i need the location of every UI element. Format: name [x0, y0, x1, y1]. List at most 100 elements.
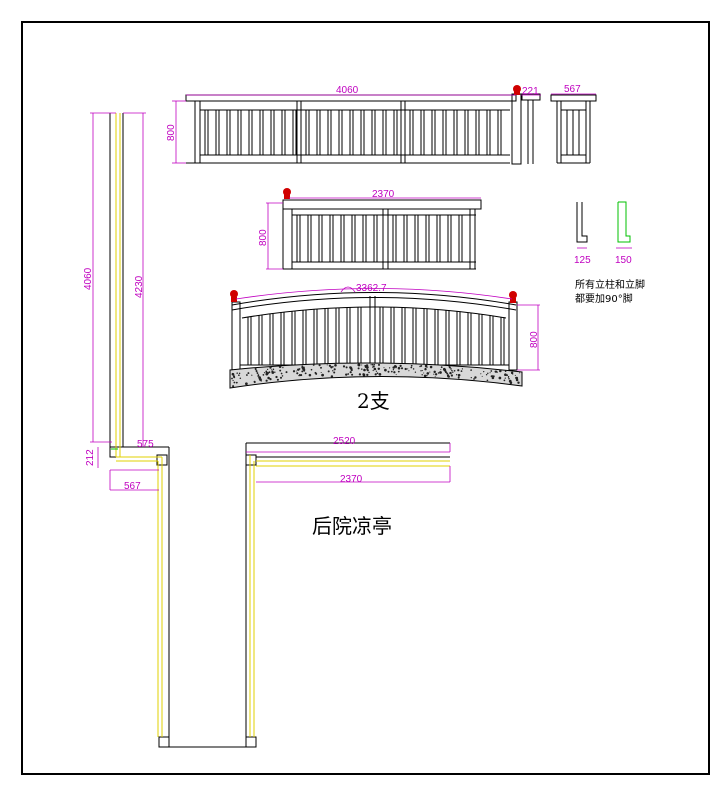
gravel-dot	[400, 367, 404, 370]
gravel-dot	[269, 366, 272, 369]
gravel-dot	[251, 374, 253, 376]
dim-plan-left-outer: 4060	[83, 267, 94, 290]
gravel-dot	[279, 376, 283, 379]
gravel-dot	[231, 372, 235, 376]
drawing-border	[21, 21, 710, 775]
gravel-dot	[332, 366, 334, 368]
gravel-dot	[456, 374, 458, 376]
gravel-dot	[470, 376, 472, 379]
note-posts-line2: 都要加90°脚	[575, 292, 633, 305]
gravel-dot	[270, 369, 272, 371]
dim-lines-long	[172, 93, 596, 164]
gravel-dot	[404, 367, 407, 371]
gravel-dot	[233, 381, 236, 384]
gravel-dot	[446, 372, 449, 375]
gravel-dot	[373, 363, 376, 366]
gravel-dot	[327, 370, 330, 373]
gravel-dot	[433, 373, 435, 375]
gravel-dot	[351, 373, 354, 376]
gravel-dot	[434, 373, 438, 376]
gravel-dot	[514, 374, 516, 376]
gravel-dot	[504, 377, 506, 379]
gravel-dot	[345, 366, 348, 369]
gravel-dot	[271, 370, 274, 373]
gravel-dot	[375, 370, 378, 372]
gravel-dot	[302, 366, 305, 369]
gravel-dot	[410, 366, 413, 369]
gravel-dot	[275, 375, 278, 379]
gravel-dot	[260, 380, 262, 382]
plan-outline	[109, 113, 450, 748]
gravel-dot	[278, 365, 282, 369]
gravel-dot	[361, 368, 363, 370]
gravel-dot	[333, 371, 336, 374]
gravel-dot	[292, 370, 296, 373]
gravel-dot	[235, 382, 237, 384]
gravel-dot	[262, 374, 265, 376]
dim-plan-right-inner: 2370	[340, 474, 363, 485]
gravel-dot	[408, 370, 410, 372]
gravel-dot	[279, 369, 282, 372]
gravel-dot	[499, 369, 502, 373]
dim-foot-a: 125	[574, 255, 591, 266]
railing-side-elevation	[550, 94, 597, 164]
gravel-dot	[397, 366, 401, 370]
gravel-dot	[447, 375, 450, 378]
gravel-dot	[332, 370, 334, 372]
gravel-dot	[507, 376, 510, 378]
gravel-dot	[503, 379, 506, 382]
gravel-dot	[342, 365, 346, 368]
gravel-dot	[516, 379, 518, 381]
gravel-dot	[272, 368, 275, 371]
post-cap-icon	[509, 291, 517, 299]
gravel-dot	[470, 369, 472, 371]
gravel-dot	[263, 372, 266, 374]
gravel-dot	[429, 371, 431, 373]
gravel-dot	[320, 371, 322, 374]
gravel-dot	[412, 368, 415, 370]
gravel-dot	[377, 363, 381, 366]
gravel-dot	[238, 374, 240, 377]
gravel-dot	[490, 375, 493, 378]
gravel-dot	[285, 371, 288, 374]
gravel-dot	[258, 375, 260, 377]
gravel-dot	[483, 370, 485, 373]
dim-rail-long-length: 4060	[336, 85, 359, 96]
gravel-dot	[377, 367, 381, 371]
gravel-dot	[449, 366, 451, 369]
gravel-dot	[397, 370, 400, 373]
gravel-dot	[368, 371, 370, 374]
gravel-dot	[457, 369, 460, 372]
gravel-dot	[256, 370, 258, 373]
gravel-dot	[257, 373, 259, 375]
gravel-dot	[374, 373, 377, 376]
gravel-dot	[328, 364, 332, 367]
gravel-dot	[384, 368, 387, 372]
gravel-dot	[347, 373, 350, 375]
gravel-dot	[345, 373, 348, 376]
gravel-dot	[407, 368, 409, 370]
gravel-dot	[433, 370, 436, 374]
post-cap-base	[514, 91, 520, 95]
gravel-dot	[390, 370, 393, 373]
gravel-dot	[420, 364, 423, 367]
gravel-dot	[238, 372, 241, 375]
gravel-dot	[245, 374, 248, 376]
gravel-dot	[424, 368, 427, 371]
drawing-title: 后院凉亭	[312, 514, 392, 538]
gravel-dot	[301, 367, 303, 369]
gravel-dot	[281, 375, 284, 377]
gravel-dot	[296, 372, 299, 375]
gravel-dot	[320, 366, 322, 369]
gravel-dot	[490, 370, 493, 372]
dim-side-width: 567	[564, 84, 581, 95]
gravel-dot	[370, 364, 372, 366]
gravel-dot	[515, 376, 519, 380]
gravel-dot	[504, 370, 507, 372]
gravel-dot	[392, 369, 395, 371]
dim-arch-height: 800	[529, 331, 540, 348]
gravel-dot	[508, 377, 510, 380]
gravel-dot	[298, 374, 300, 377]
gravel-dot	[421, 374, 423, 376]
